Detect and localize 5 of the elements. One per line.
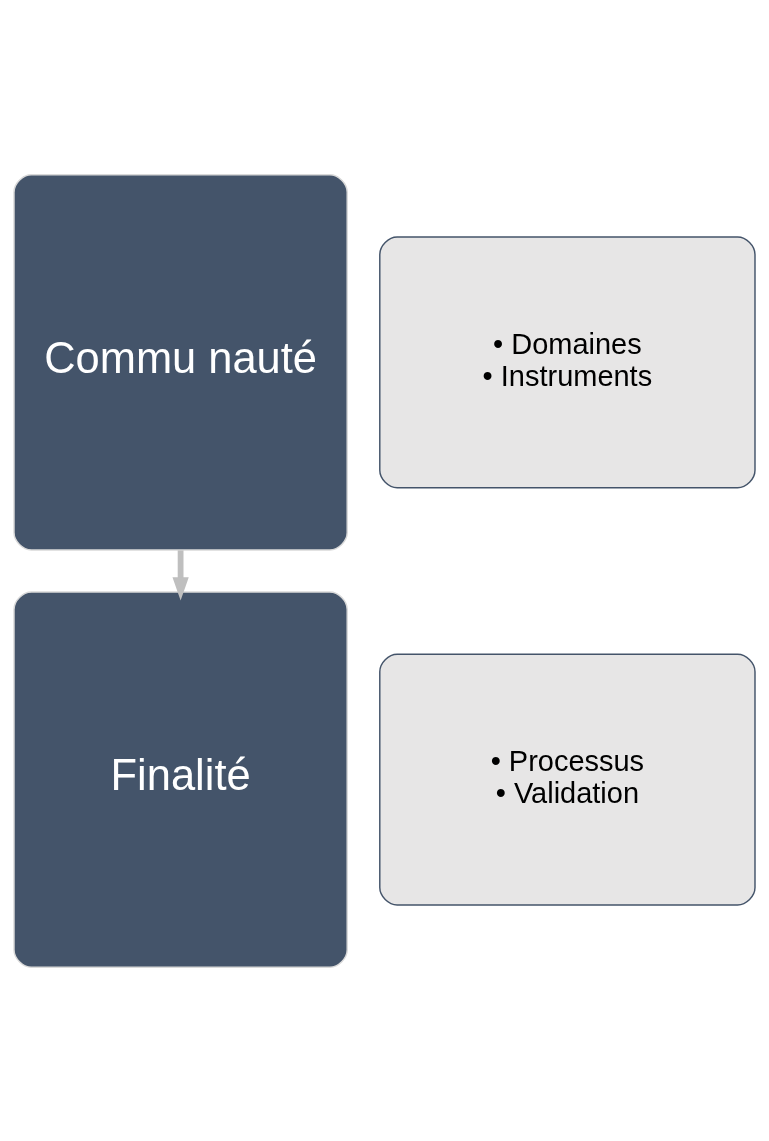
arrow <box>172 549 189 601</box>
node-box: • Processus • Validation <box>379 653 756 906</box>
node-box: • Domaines • Instruments <box>379 235 756 488</box>
node-box: Finalité <box>13 590 348 968</box>
node-box: Commu nauté <box>13 173 348 551</box>
